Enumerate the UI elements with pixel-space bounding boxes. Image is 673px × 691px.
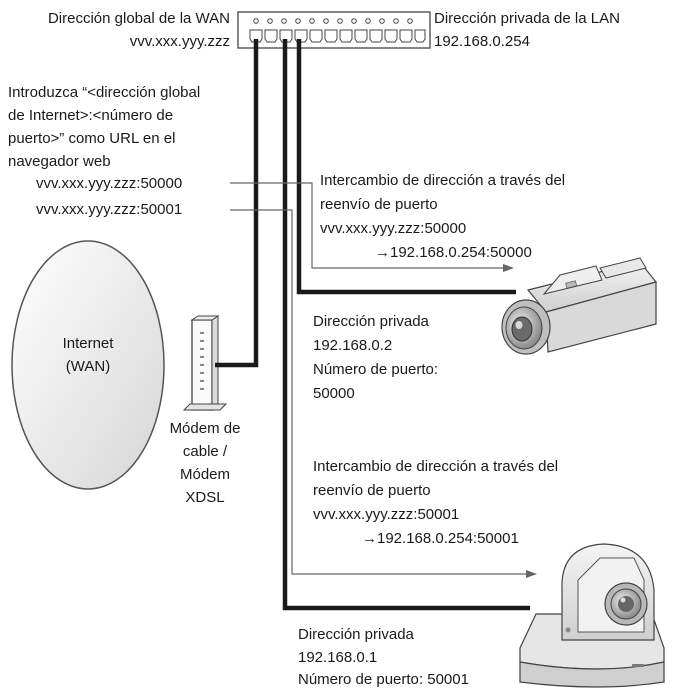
url-port-50000: vvv.xxx.yyy.zzz:50000	[36, 175, 183, 192]
forward1-line-4: →192.168.0.254:50000	[375, 244, 532, 261]
camera1-line-1: Dirección privada	[313, 313, 429, 330]
forward2-line-3: vvv.xxx.yyy.zzz:50001	[313, 506, 460, 523]
internet-cloud	[11, 240, 165, 490]
forward2-line-1: Intercambio de dirección a través del	[313, 458, 559, 475]
wan-global-label: Dirección global de la WAN	[47, 10, 230, 27]
camera1-line-2: 192.168.0.2	[313, 337, 393, 354]
instruction-line-1: Introduzca “<dirección global	[8, 84, 201, 101]
modem-label-line-3: Módem	[179, 466, 231, 483]
port-forward-arrows	[230, 182, 528, 575]
arrow-head-camera2	[526, 570, 537, 578]
lan-private-address: 192.168.0.254	[434, 33, 530, 50]
router-switch	[237, 11, 431, 49]
camera1-line-3: Número de puerto:	[313, 361, 439, 378]
forward1-line-2: reenvío de puerto	[320, 196, 438, 213]
instruction-line-4: navegador web	[8, 153, 111, 170]
wan-global-address: vvv.xxx.yyy.zzz	[129, 33, 230, 50]
lan-cables	[215, 39, 530, 611]
router-ports	[249, 29, 426, 43]
arrow-head-camera1	[503, 264, 514, 272]
instruction-line-2: de Internet>:<número de	[8, 107, 174, 124]
lan-private-label: Dirección privada de la LAN	[434, 10, 620, 27]
modem-label-line-4: XDSL	[185, 489, 225, 506]
forward1-line-1: Intercambio de dirección a través del	[320, 172, 566, 189]
forward1-line-3: vvv.xxx.yyy.zzz:50000	[320, 220, 467, 237]
router-leds	[253, 18, 413, 24]
internet-label: Internet	[62, 335, 114, 352]
modem-label-line-1: Módem de	[169, 420, 241, 437]
ptz-camera-2	[519, 543, 665, 688]
camera2-line-2: 192.168.0.1	[298, 649, 378, 666]
camera1-line-4: 50000	[313, 385, 355, 402]
box-camera-1	[501, 257, 658, 355]
forward2-line-2: reenvío de puerto	[313, 482, 431, 499]
camera2-line-3: Número de puerto: 50001	[298, 671, 469, 688]
wan-label: (WAN)	[65, 358, 111, 375]
camera2-line-1: Dirección privada	[298, 626, 414, 643]
url-port-50001: vvv.xxx.yyy.zzz:50001	[36, 201, 183, 218]
modem-label-line-2: cable /	[182, 443, 228, 460]
instruction-line-3: puerto>” como URL en el	[8, 130, 176, 147]
forward2-line-4: →192.168.0.254:50001	[362, 530, 519, 547]
